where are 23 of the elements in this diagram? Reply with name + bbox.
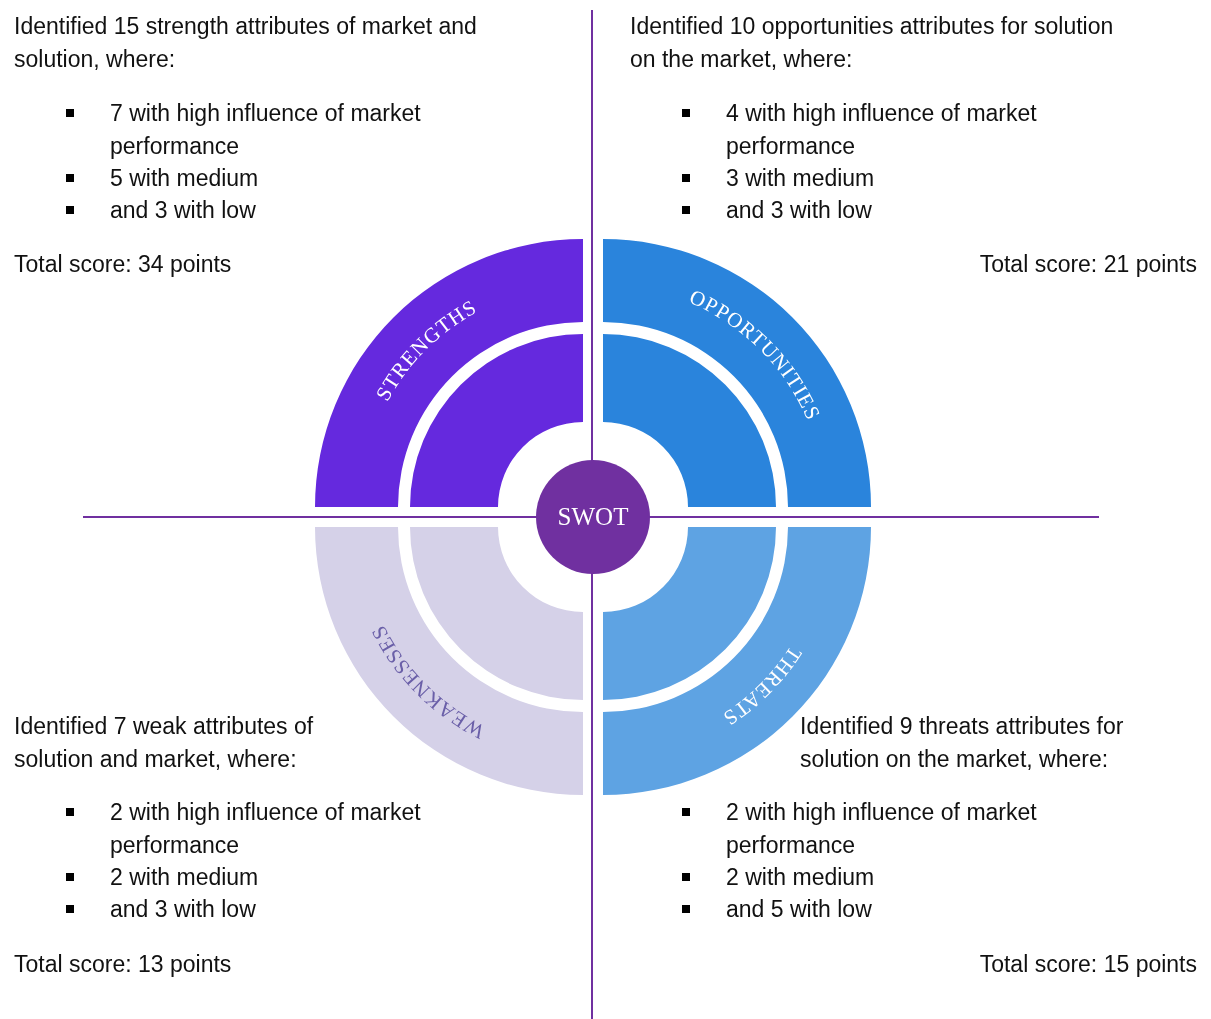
bullet-text: 2 with high influence of market performance [110,798,422,860]
bullet-text: 7 with high influence of market performance [110,99,422,161]
quadrant-heading: Identified 7 weak attributes of solution and market, where: [14,712,315,774]
quadrant-heading: Identified 15 strength attributes of market and solution, where: [14,12,478,74]
bullet-text: 2 with medium [110,863,260,892]
quadrant-heading: Identified 10 opportunities attributes for solution on the market, where: [630,12,1115,74]
ring-segment [315,239,583,507]
total-score: Total score: 34 points [14,250,232,279]
bullet-text: 2 with medium [726,863,876,892]
center-label: SWOT [557,503,629,531]
bullet-text: 4 with high influence of market performance [726,99,1038,161]
ring-segment [315,527,583,795]
total-score: Total score: 13 points [14,950,232,979]
bullet-text: 5 with medium [110,164,260,193]
total-score: Total score: 21 points [979,250,1197,279]
bullet-text: and 3 with low [726,196,873,225]
total-score: Total score: 15 points [979,950,1197,979]
bullet-text: and 3 with low [110,196,257,225]
bullet-text: and 3 with low [110,895,257,924]
bullet-text: 2 with high influence of market performance [726,798,1038,860]
bullet-text: 3 with medium [726,164,876,193]
quadrant-heading: Identified 9 threats attributes for solution on the market, where: [800,713,1125,774]
bullet-text: and 5 with low [726,895,873,924]
